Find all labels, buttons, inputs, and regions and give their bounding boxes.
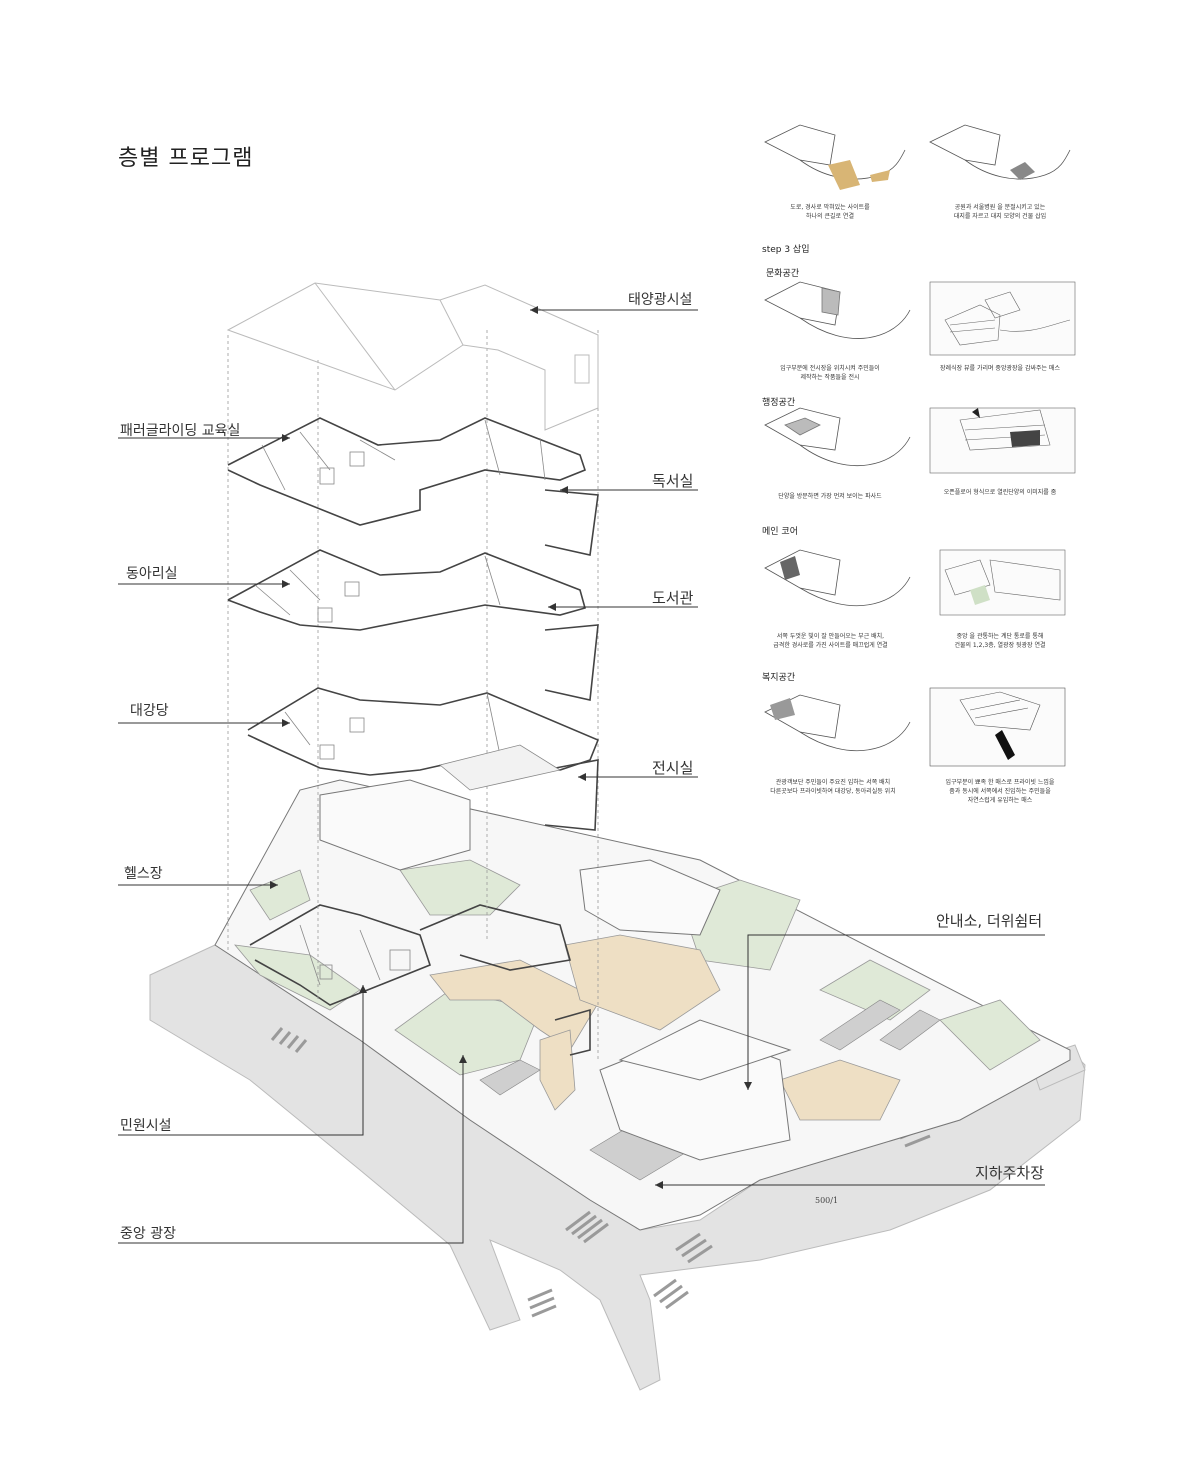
intro-diagram-2 bbox=[929, 124, 1071, 180]
label-underground-parking: 지하주차장 bbox=[975, 1164, 1045, 1182]
step3-heading: step 3 삽입 bbox=[762, 245, 810, 255]
welfare-diagram-1 bbox=[764, 694, 911, 752]
core-caption-2: 중앙 을 관통하는 계단 통로를 통해 건물의 1,2,3층, 열광장 뒷광장 … bbox=[954, 633, 1046, 649]
core-diagram-1 bbox=[764, 549, 911, 607]
label-health-center: 헬스장 bbox=[124, 866, 163, 882]
admin-caption-1: 단양을 방문하면 가장 먼저 보이는 파사드 bbox=[778, 493, 882, 500]
floor-1-thin bbox=[284, 692, 562, 791]
ground-floor-thin bbox=[299, 924, 411, 986]
intro-diagram-1 bbox=[764, 124, 906, 190]
floor-2-plan bbox=[227, 549, 599, 701]
label-exhibition-room: 전시실 bbox=[652, 759, 694, 777]
admin-caption-2: 오픈플로어 형식으로 열린단양의 이미지를 줌 bbox=[943, 489, 1057, 496]
floor-3-thin bbox=[261, 419, 546, 491]
culture-caption-2: 장례식장 뷰를 가리며 중앙광장을 감싸주는 매스 bbox=[940, 365, 1060, 372]
landscape-tan bbox=[429, 934, 901, 1121]
label-reading-room: 독서실 bbox=[652, 472, 694, 490]
floor-1-plan bbox=[247, 687, 600, 831]
welfare-caption-1: 관광객보단 주민들이 주요진 입하는 서쪽 배치 다른곳보다 프라이빗하여 대강… bbox=[770, 779, 896, 795]
admin-diagram-2 bbox=[929, 407, 1076, 474]
solar-roof-level bbox=[226, 282, 599, 431]
culture-diagram-2 bbox=[929, 281, 1076, 356]
label-info-shelter: 안내소, 더위쉼터 bbox=[936, 912, 1043, 930]
page-title: 층별 프로그램 bbox=[118, 146, 254, 171]
section-main-core: 메인 코어 bbox=[762, 527, 798, 537]
floor-3-plan bbox=[227, 417, 599, 556]
core-caption-1: 서쪽 두껏운 빛이 잘 안들어오는 부근 배치, 급격한 경사로를 가진 사이트… bbox=[773, 633, 888, 649]
culture-diagram-1 bbox=[764, 281, 911, 339]
scale-label: 500/1 bbox=[815, 1196, 839, 1205]
admin-diagram-1 bbox=[764, 407, 911, 466]
label-civil-service: 민원시설 bbox=[120, 1118, 172, 1134]
label-solar-facility: 태양광시설 bbox=[628, 292, 693, 308]
intro-caption-1: 도로, 경사로 막혀있는 사이트를 하나의 큰길로 연결 bbox=[790, 204, 870, 220]
ground-floor-plan bbox=[249, 904, 591, 1056]
core-diagram-2 bbox=[939, 549, 1066, 616]
welfare-caption-2: 입구부분이 뾰족 한 매스로 프라이빗 느낌을 줌과 동시에 서쪽에서 진입하는… bbox=[945, 779, 1055, 804]
culture-caption-1: 입구부분에 전시장을 위치시켜 주민들이 제작하는 작품들을 전시 bbox=[780, 365, 880, 381]
section-admin: 행정공간 bbox=[762, 398, 796, 408]
label-library: 도서관 bbox=[652, 589, 694, 607]
label-paragliding-room: 패러글라이딩 교육실 bbox=[120, 423, 241, 439]
label-club-room: 동아리실 bbox=[126, 566, 178, 582]
ground-masses bbox=[319, 779, 792, 1161]
floor-2-thin bbox=[254, 555, 501, 623]
landscape-green bbox=[234, 859, 1041, 1076]
welfare-diagram-2 bbox=[929, 687, 1066, 767]
intro-caption-2: 공원과 서울병원 을 분절시키고 있는 대지를 자르고 대지 모양의 건물 삽입 bbox=[953, 204, 1047, 220]
section-culture: 문화공간 bbox=[766, 269, 800, 279]
label-central-plaza: 중앙 광장 bbox=[120, 1226, 176, 1242]
leader-lines bbox=[118, 309, 1045, 1244]
label-auditorium: 대강당 bbox=[130, 703, 169, 719]
arrowheads bbox=[270, 306, 752, 1189]
section-welfare: 복지공간 bbox=[762, 673, 796, 683]
